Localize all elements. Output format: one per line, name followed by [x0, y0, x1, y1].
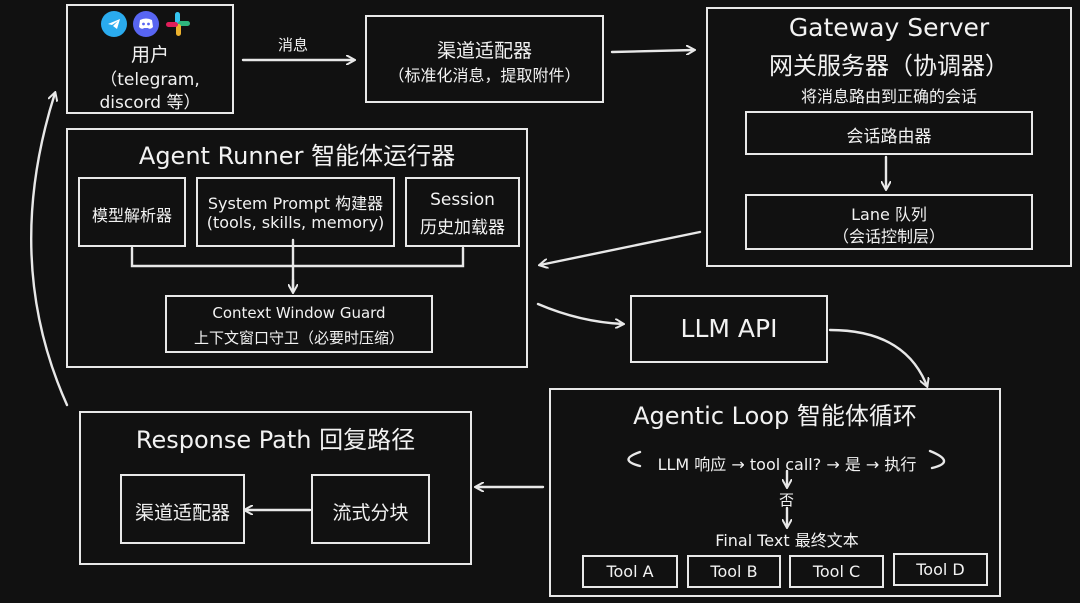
response-path-box: [79, 411, 472, 565]
gateway-description: 将消息路由到正确的会话: [800, 87, 977, 106]
tool-a-label: Tool A: [606, 562, 654, 581]
tool-d-box: [893, 553, 988, 586]
response-channel-adapter-box: [120, 474, 245, 544]
telegram-icon: [101, 11, 127, 37]
model-parser-label: 模型解析器: [91, 206, 172, 225]
agentic-loop-no-label: 否: [779, 491, 795, 509]
session-loader-line1: Session: [430, 190, 495, 210]
channel-adapter-subtitle: （标准化消息，提取附件）: [388, 66, 581, 85]
agent-runner-box: [66, 128, 528, 368]
slack-icon: [164, 10, 192, 38]
context-guard-line1: Context Window Guard: [212, 304, 386, 322]
prompt-builder-line2: (tools, skills, memory): [206, 213, 385, 232]
gateway-server-box: [706, 7, 1072, 267]
prompt-builder-box: [196, 177, 395, 247]
user-title: 用户: [130, 44, 169, 66]
gateway-title: Gateway Server: [788, 13, 990, 42]
discord-icon: [133, 11, 159, 37]
response-channel-adapter-label: 渠道适配器: [134, 502, 230, 524]
stream-chunk-label: 流式分块: [332, 502, 409, 524]
arrow-llm-to-loop: [828, 328, 927, 386]
session-loader-box: [405, 177, 520, 247]
lane-queue-box: [745, 194, 1033, 250]
stream-chunk-box: [311, 474, 430, 544]
context-guard-line2: 上下文窗口守卫（必要时压缩）: [193, 329, 404, 347]
agent-runner-title: Agent Runner 智能体运行器: [138, 142, 456, 170]
user-box: [66, 4, 234, 114]
channel-adapter-box: [365, 15, 604, 103]
arrow-runner-to-llm: [536, 302, 623, 324]
user-line2: （telegram,: [100, 70, 200, 90]
loop-oval: [627, 449, 946, 470]
session-router-label: 会话路由器: [846, 127, 932, 147]
arrow-gateway-to-runner: [540, 230, 702, 265]
agentic-loop-box: [549, 388, 1001, 597]
tool-b-label: Tool B: [710, 562, 758, 581]
arrow-adapter-to-gateway: [610, 50, 694, 52]
tool-c-label: Tool C: [812, 562, 861, 581]
agentic-loop-title: Agentic Loop 智能体循环: [633, 402, 917, 430]
tool-d-label: Tool D: [916, 560, 965, 579]
tool-a-box: [582, 555, 678, 588]
agentic-loop-cycle-text: LLM 响应 → tool call? → 是 → 执行: [657, 455, 917, 474]
agentic-loop-final-text: Final Text 最终文本: [715, 531, 859, 550]
prompt-builder-line1: System Prompt 构建器: [207, 194, 384, 213]
user-line3: discord 等）: [99, 93, 201, 113]
arrow-response-to-user: [30, 93, 69, 407]
response-path-title: Response Path 回复路径: [135, 426, 416, 454]
session-router-box: [745, 111, 1033, 155]
tool-b-box: [687, 555, 781, 588]
channel-adapter-title: 渠道适配器: [436, 40, 532, 62]
tool-c-box: [789, 555, 884, 588]
lane-queue-line2: （会话控制层）: [832, 227, 945, 246]
lane-queue-line1: Lane 队列: [851, 205, 927, 224]
llm-api-box: [630, 295, 828, 363]
llm-api-label: LLM API: [680, 314, 778, 343]
context-guard-box: [165, 295, 433, 353]
model-parser-box: [78, 177, 186, 247]
session-loader-line2: 历史加载器: [420, 218, 505, 238]
gateway-subtitle: 网关服务器（协调器）: [769, 52, 1009, 80]
edge-label-message: 消息: [278, 36, 309, 54]
